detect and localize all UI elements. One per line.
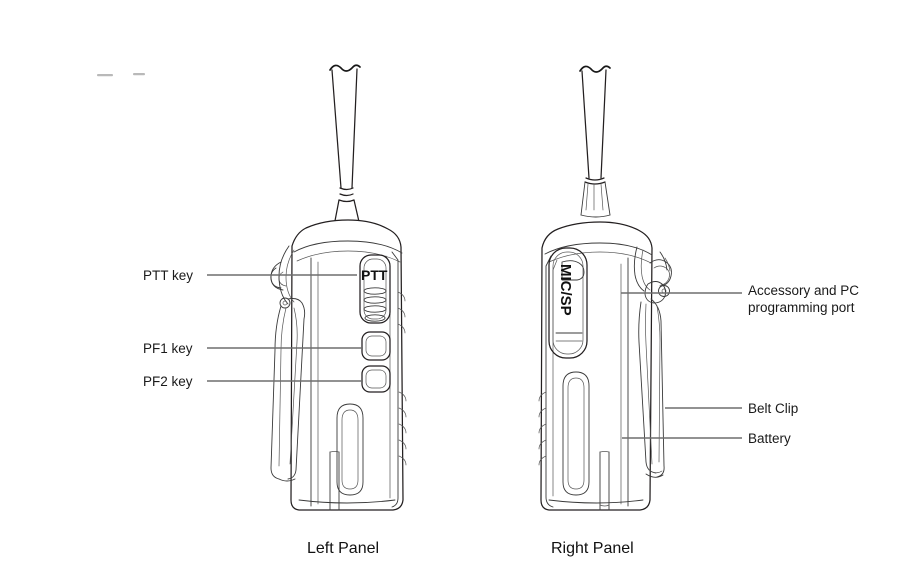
left-belt-clip: [270, 245, 306, 482]
left-radio-body: [290, 219, 407, 511]
right-antenna: [579, 65, 611, 218]
right-radio-body: [538, 221, 653, 511]
mic-sp-port-cover[interactable]: [548, 247, 588, 359]
callout-leader-lines: [207, 274, 742, 439]
right-grip-ridges: [538, 391, 547, 466]
right-belt-clip: [633, 246, 672, 478]
pf2-button[interactable]: [361, 365, 391, 393]
scan-artifact-marks: [97, 73, 145, 77]
left-antenna: [329, 64, 361, 229]
ptt-button[interactable]: [359, 254, 391, 324]
left-grip-ridges: [397, 291, 407, 466]
pf1-button[interactable]: [361, 331, 391, 361]
right-radio-illustration: [538, 65, 672, 511]
left-radio-illustration: [270, 64, 407, 511]
